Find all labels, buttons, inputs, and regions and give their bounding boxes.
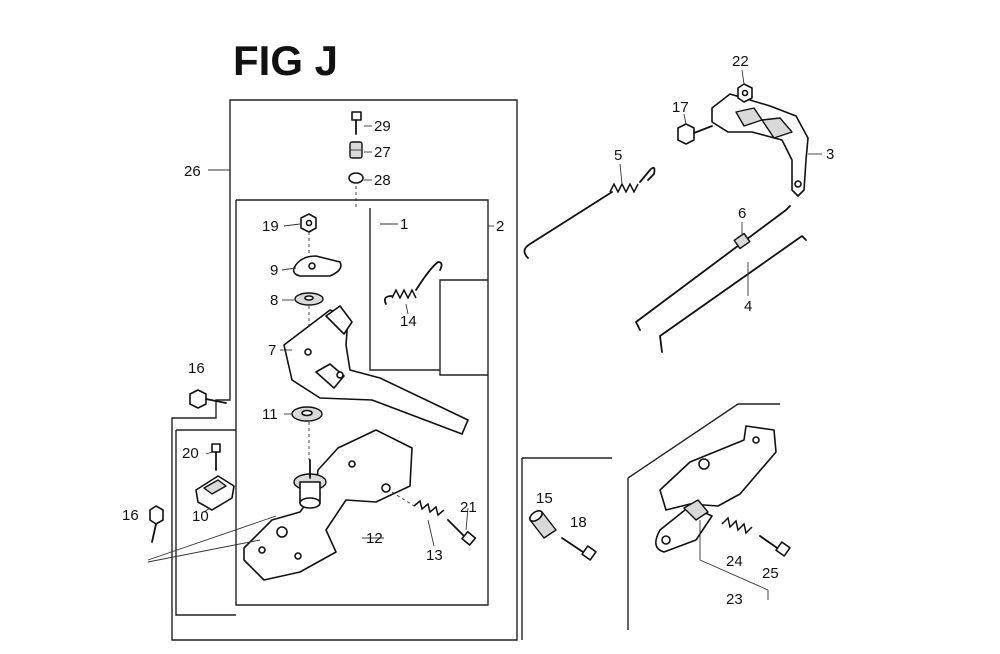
bolt-29 (351, 111, 362, 135)
leader-lines (203, 69, 822, 547)
callout-22: 22 (732, 53, 749, 70)
assembly-frame-pin (521, 457, 612, 640)
bolt-16-lower (149, 505, 164, 543)
assembly-frame-left (175, 429, 236, 616)
bolt-25 (759, 535, 791, 557)
callout-4: 4 (744, 298, 752, 315)
spring-14 (383, 261, 443, 305)
collar-27 (349, 141, 363, 159)
washer-8 (294, 292, 324, 306)
callout-14: 14 (400, 313, 417, 330)
callout-26: 26 (184, 163, 201, 180)
callout-labels: 26 29 27 28 1 2 19 9 8 7 14 16 11 20 16 … (122, 53, 834, 608)
callout-16-upper: 16 (188, 360, 205, 377)
bolt-21 (447, 519, 477, 546)
callout-16-lower: 16 (122, 507, 139, 524)
callout-8: 8 (270, 292, 278, 309)
callout-24: 24 (726, 553, 743, 570)
bolt-18 (561, 537, 597, 561)
callout-7: 7 (268, 342, 276, 359)
callout-9: 9 (270, 262, 278, 279)
callout-25: 25 (762, 565, 779, 582)
clip-28 (348, 172, 364, 184)
rod-4 (659, 235, 807, 353)
callout-3: 3 (826, 146, 834, 163)
spring-13 (413, 499, 445, 517)
spring-24 (721, 516, 753, 535)
lever-7 (283, 305, 469, 435)
plate-9 (292, 255, 342, 277)
callout-2: 2 (496, 218, 504, 235)
assembly-frame-lower-right (627, 403, 780, 630)
callout-19: 19 (262, 218, 279, 235)
callout-27: 27 (374, 144, 391, 161)
washer-11 (291, 406, 323, 422)
callout-12: 12 (366, 530, 383, 547)
pin-15 (529, 510, 557, 539)
nut-22 (737, 83, 753, 103)
callout-5: 5 (614, 147, 622, 164)
callout-6: 6 (738, 205, 746, 222)
callout-17: 17 (672, 99, 689, 116)
callout-11: 11 (262, 406, 278, 423)
bolt-17 (677, 123, 713, 145)
lever-3 (711, 93, 809, 197)
callout-20: 20 (182, 445, 199, 462)
assembly-frame-1 (369, 208, 440, 371)
assembly-frame-26 (171, 99, 518, 641)
callout-13: 13 (426, 547, 443, 564)
rod-6 (635, 205, 791, 331)
callout-29: 29 (374, 118, 391, 135)
callout-23: 23 (726, 591, 743, 608)
bolt-16-upper (189, 389, 227, 409)
callout-21: 21 (460, 499, 477, 516)
bracket-12 (243, 429, 413, 581)
nut-19 (300, 213, 317, 233)
callout-28: 28 (374, 172, 391, 189)
callout-18: 18 (570, 514, 587, 531)
clamp-10 (195, 475, 235, 511)
callout-1: 1 (400, 216, 408, 233)
assembly-frame-2 (235, 199, 489, 606)
callout-10: 10 (192, 508, 209, 525)
figure-title: FIG J (233, 37, 338, 84)
bracket-lower-right (655, 425, 777, 553)
spring-5 (523, 166, 656, 259)
bolt-20 (211, 443, 221, 471)
callout-15: 15 (536, 490, 553, 507)
